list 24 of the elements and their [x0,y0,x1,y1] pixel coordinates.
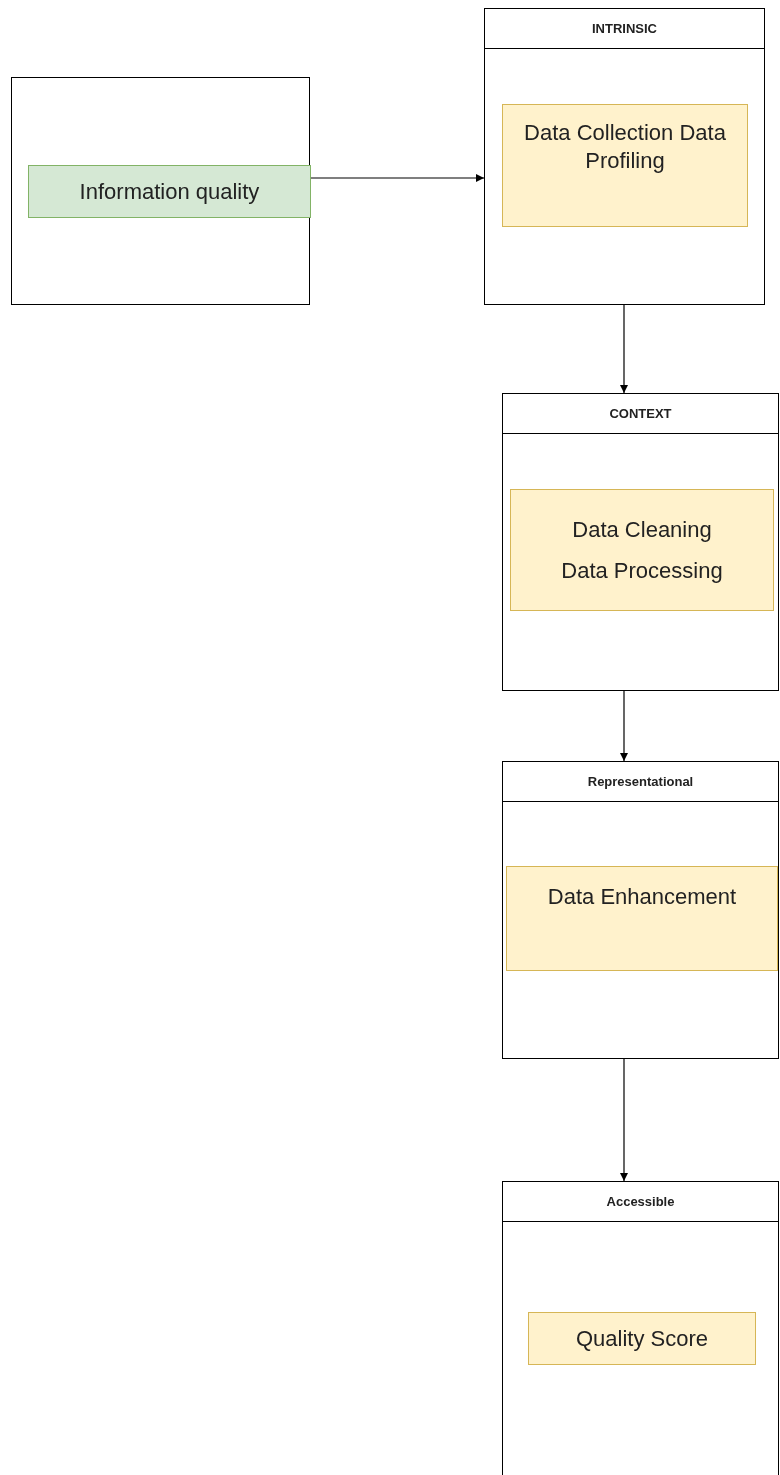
step-label: Data Enhancement [547,883,737,911]
process-box [502,104,748,227]
arrow [310,174,485,182]
group-box [11,77,310,305]
stage-panel [502,1181,779,1475]
stage-panel [484,8,765,305]
stage-title: INTRINSIC [592,21,657,36]
step-label: Quality Score [575,1324,709,1353]
stage-title: Representational [587,774,694,789]
step-label: Data Processing [561,557,723,585]
process-box [506,866,778,971]
step-label: Data Cleaning [572,515,712,543]
arrow [620,1058,628,1182]
step-label: Information quality [79,177,260,206]
stage-title: Accessible [606,1194,675,1209]
process-box [510,489,774,611]
stage-title: CONTEXT [609,406,672,421]
process-box [528,1312,756,1365]
process-box [28,165,311,218]
arrow [620,304,628,394]
stage-panel [502,761,779,1059]
stage-panel [502,393,779,691]
arrow [620,690,628,762]
step-label: Data Collection Data Profiling [523,119,727,174]
